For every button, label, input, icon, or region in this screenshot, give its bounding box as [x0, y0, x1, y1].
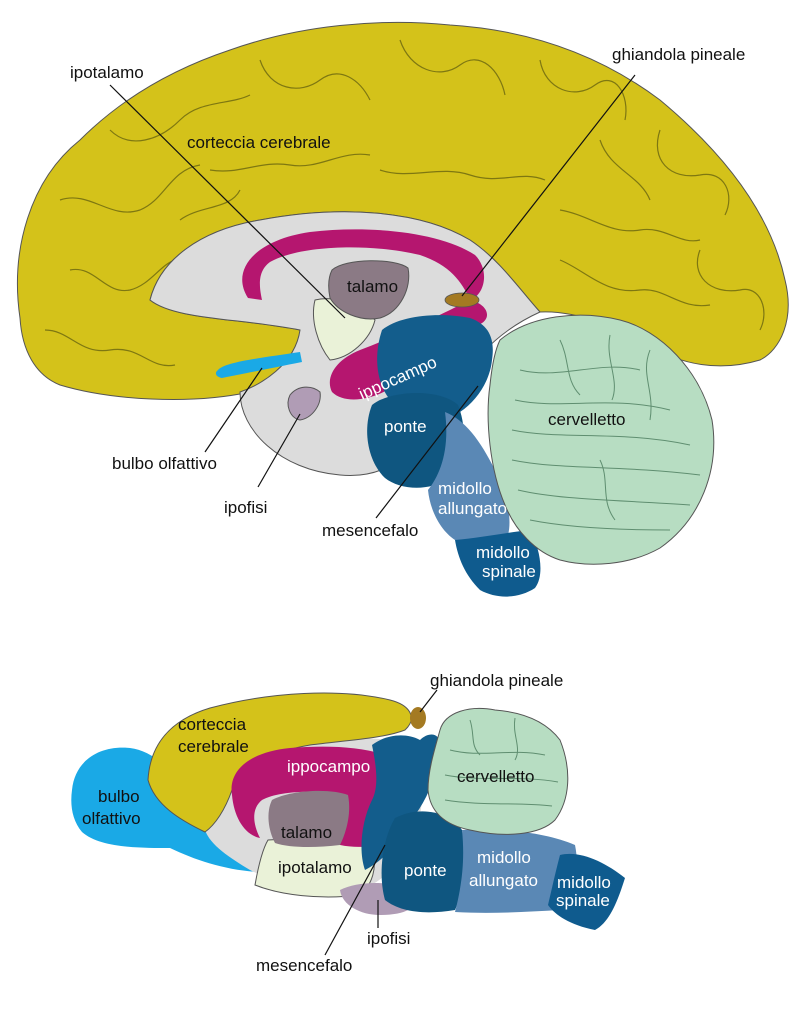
bottom-medulla-shape: [455, 829, 577, 913]
bottom-thalamus-shape: [268, 790, 350, 848]
bottom-pons-shape: [381, 811, 465, 913]
top-label-spinal-1: midollo: [476, 543, 530, 562]
human-brain-diagram: ipotalamo ghiandola pineale corteccia ce…: [17, 21, 789, 597]
bottom-label-midbrain: mesencefalo: [256, 956, 352, 975]
top-label-hypothalamus: ipotalamo: [70, 63, 144, 82]
bottom-label-medulla-1: midollo: [477, 848, 531, 867]
bottom-midbrain-shape: [361, 734, 440, 870]
bottom-cerebellum-shape: [427, 707, 569, 835]
top-label-midbrain: mesencefalo: [322, 521, 418, 540]
top-olfactory-shape: [215, 352, 302, 378]
top-lead-pituitary: [257, 413, 301, 488]
bottom-label-pituitary: ipofisi: [367, 929, 410, 948]
top-cerebellum-shape: [487, 314, 715, 565]
bottom-label-spinal-2: spinale: [556, 891, 610, 910]
top-thalamus-shape: [328, 260, 410, 320]
top-label-cortex: corteccia cerebrale: [187, 133, 331, 152]
top-label-pons: ponte: [384, 417, 427, 436]
top-pineal-shape: [444, 292, 480, 308]
bottom-pineal-shape: [410, 707, 426, 729]
top-pons-shape: [367, 392, 464, 488]
bottom-label-pineal: ghiandola pineale: [430, 671, 563, 690]
bottom-label-pons: ponte: [404, 861, 447, 880]
bottom-label-spinal-1: midollo: [557, 873, 611, 892]
top-cerebellum-folia: [511, 334, 701, 531]
bottom-label-thalamus: talamo: [281, 823, 332, 842]
top-label-thalamus: talamo: [347, 277, 398, 296]
top-medulla-shape: [428, 412, 510, 541]
bottom-spinal-shape: [548, 853, 625, 930]
top-label-cerebellum: cervelletto: [548, 410, 625, 429]
bottom-cerebellum-folia: [444, 717, 559, 807]
top-lead-pineal: [461, 74, 636, 297]
bottom-cortex-shape: [147, 692, 412, 833]
bottom-lead-pineal: [419, 689, 438, 713]
bottom-label-cortex-1: corteccia: [178, 715, 247, 734]
bottom-label-medulla-2: allungato: [469, 871, 538, 890]
top-label-pituitary: ipofisi: [224, 498, 267, 517]
top-fornix-arc: [242, 229, 485, 300]
top-lead-hypothalamus: [109, 84, 346, 319]
bottom-label-olfactory-2: olfattivo: [82, 809, 141, 828]
top-spinal-shape: [455, 530, 541, 597]
bottom-label-hippocampus: ippocampo: [287, 757, 370, 776]
top-label-olfactory: bulbo olfattivo: [112, 454, 217, 473]
top-pituitary-shape: [287, 386, 321, 421]
top-cortex-sulci: [44, 39, 765, 367]
top-label-medulla-2: allungato: [438, 499, 507, 518]
top-label-medulla-1: midollo: [438, 479, 492, 498]
top-midbrain-shape: [377, 315, 493, 417]
bottom-label-cerebellum: cervelletto: [457, 767, 534, 786]
top-label-spinal-2: spinale: [482, 562, 536, 581]
bottom-label-cortex-2: cerebrale: [178, 737, 249, 756]
rodent-brain-diagram: ghiandola pineale corteccia cerebrale ip…: [71, 671, 625, 975]
top-lead-midbrain: [375, 385, 479, 519]
bottom-label-olfactory-1: bulbo: [98, 787, 140, 806]
top-lead-olfactory: [204, 367, 263, 453]
bottom-lead-midbrain: [324, 844, 386, 956]
bottom-label-hypothalamus: ipotalamo: [278, 858, 352, 877]
top-label-pineal: ghiandola pineale: [612, 45, 745, 64]
